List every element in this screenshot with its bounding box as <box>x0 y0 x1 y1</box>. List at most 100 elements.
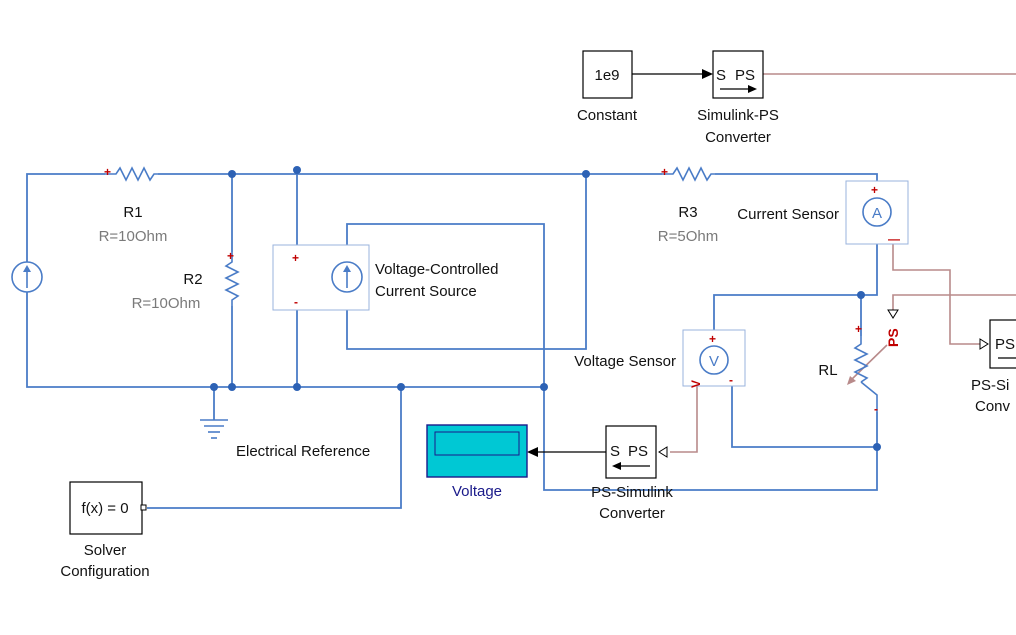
plus-icon: + <box>855 322 862 336</box>
wire-left-bottom[interactable] <box>26 292 543 388</box>
plus-icon: + <box>292 251 299 265</box>
ammeter-icon <box>862 197 892 227</box>
arrow-up-icon <box>343 265 351 272</box>
resistor-icon <box>853 336 869 383</box>
ps-port-icon <box>979 338 989 350</box>
junction-dot <box>582 170 590 178</box>
scope-label: Voltage <box>452 483 502 500</box>
ps-sim-right-label-line1: PS-Si <box>971 377 1009 394</box>
r3-param: R=5Ohm <box>658 228 718 245</box>
simulink-signals <box>527 69 713 457</box>
r2-param: R=10Ohm <box>132 295 201 312</box>
ps-sim-right-label-line2: Conv <box>975 398 1011 415</box>
wire-control-return[interactable] <box>346 223 878 491</box>
arrow-up-icon <box>23 265 31 272</box>
wire-control-loop[interactable] <box>346 174 587 350</box>
v-port-icon: V <box>689 380 703 388</box>
r2-name: R2 <box>183 271 202 288</box>
junction-dot <box>857 291 865 299</box>
solver-label-line2: Configuration <box>60 563 149 580</box>
junction-dot <box>293 166 301 174</box>
plus-icon: + <box>709 332 716 346</box>
ps-simulink-s: S <box>610 443 620 460</box>
junction-dot <box>228 170 236 178</box>
voltmeter-icon <box>699 345 729 375</box>
r1-resistor[interactable]: + <box>104 165 158 182</box>
simulink-ps-label-line2: Converter <box>705 129 771 146</box>
wire-sensor-to-rl[interactable] <box>860 240 878 336</box>
plus-icon: + <box>104 165 111 179</box>
junction-dots <box>210 166 881 451</box>
resistor-icon <box>224 252 240 306</box>
simulink-ps-s: S <box>716 67 726 84</box>
electrical-reference-label: Electrical Reference <box>236 443 370 460</box>
wire-vsensor-plus[interactable] <box>713 294 861 330</box>
wire-ps-rl-in[interactable] <box>892 294 1016 310</box>
arrow-left-icon <box>612 462 621 470</box>
minus-icon: - <box>729 373 733 387</box>
current-sensor-label: Current Sensor <box>737 206 839 223</box>
constant-block[interactable]: 1e9 <box>582 50 633 99</box>
electrical-wires <box>26 173 878 509</box>
ps-simulink-ps: PS <box>628 443 648 460</box>
junction-dot <box>540 383 548 391</box>
ps-simulink-converter-block[interactable]: S PS <box>605 425 668 479</box>
solver-value: f(x) = 0 <box>81 500 128 517</box>
constant-value: 1e9 <box>594 67 619 84</box>
current-sensor-block[interactable]: A + — <box>845 180 909 246</box>
arrow-right-icon <box>748 85 757 93</box>
solver-configuration-block[interactable]: f(x) = 0 <box>69 481 147 535</box>
rl-name: RL <box>818 362 837 379</box>
ps-simulink-right-block[interactable]: PS <box>979 319 1016 369</box>
plus-icon: + <box>227 249 234 263</box>
ps-port-icon <box>887 309 899 319</box>
wire-ps-rl-arrow[interactable] <box>848 344 888 383</box>
ps-port-icon <box>658 446 668 458</box>
vccs-block[interactable]: + - <box>272 244 370 311</box>
solver-label-line1: Solver <box>84 542 127 559</box>
rl-ps-tag: PS <box>885 328 901 347</box>
current-sensor-symbol: A <box>872 205 882 222</box>
vccs-label-line2: Current Source <box>375 283 477 300</box>
junction-dot <box>873 443 881 451</box>
r1-param: R=10Ohm <box>99 228 168 245</box>
junction-dot <box>210 383 218 391</box>
junction-dot <box>397 383 405 391</box>
voltage-scope-block[interactable] <box>426 424 528 478</box>
resistor-icon <box>105 166 158 182</box>
constant-label: Constant <box>577 107 638 124</box>
minus-icon: - <box>294 295 298 309</box>
r2-resistor[interactable]: + <box>224 249 240 306</box>
display-screen <box>434 431 520 456</box>
junction-dot <box>293 383 301 391</box>
voltage-sensor-block[interactable]: V + - V <box>682 329 746 388</box>
r3-name: R3 <box>678 204 697 221</box>
wire-left-top[interactable] <box>26 173 105 262</box>
voltage-sensor-label: Voltage Sensor <box>574 353 676 370</box>
port-icon <box>140 504 147 511</box>
electrical-reference-block[interactable] <box>200 419 228 439</box>
ps-simulink-label-line1: PS-Simulink <box>591 484 673 501</box>
r3-resistor[interactable]: + <box>661 165 715 182</box>
plus-icon: + <box>661 165 668 179</box>
arrow-constant-to-converter <box>702 69 713 79</box>
simulink-ps-converter-block[interactable]: S PS <box>712 50 764 99</box>
simulink-ps-ps: PS <box>735 67 755 84</box>
r1-name: R1 <box>123 204 142 221</box>
plus-icon: + <box>871 183 878 197</box>
arrow-converter-to-scope <box>527 447 538 457</box>
minus-icon: - <box>874 402 878 416</box>
wire-ps-current-out[interactable] <box>892 235 980 345</box>
minus-icon: — <box>888 232 900 246</box>
wire-vsensor-minus[interactable] <box>731 382 877 448</box>
voltage-sensor-symbol: V <box>709 353 719 370</box>
left-current-source[interactable] <box>11 261 43 293</box>
rl-variable-resistor[interactable]: + - PS <box>847 309 901 416</box>
ps-sim-right-ps: PS <box>995 336 1015 353</box>
wire-ps-voltage-out[interactable] <box>670 380 698 453</box>
junction-dot <box>228 383 236 391</box>
arrow-icon <box>847 376 856 385</box>
simulink-ps-label-line1: Simulink-PS <box>697 107 779 124</box>
wire-solver[interactable] <box>147 387 402 509</box>
physical-signal-wires <box>670 73 1016 453</box>
